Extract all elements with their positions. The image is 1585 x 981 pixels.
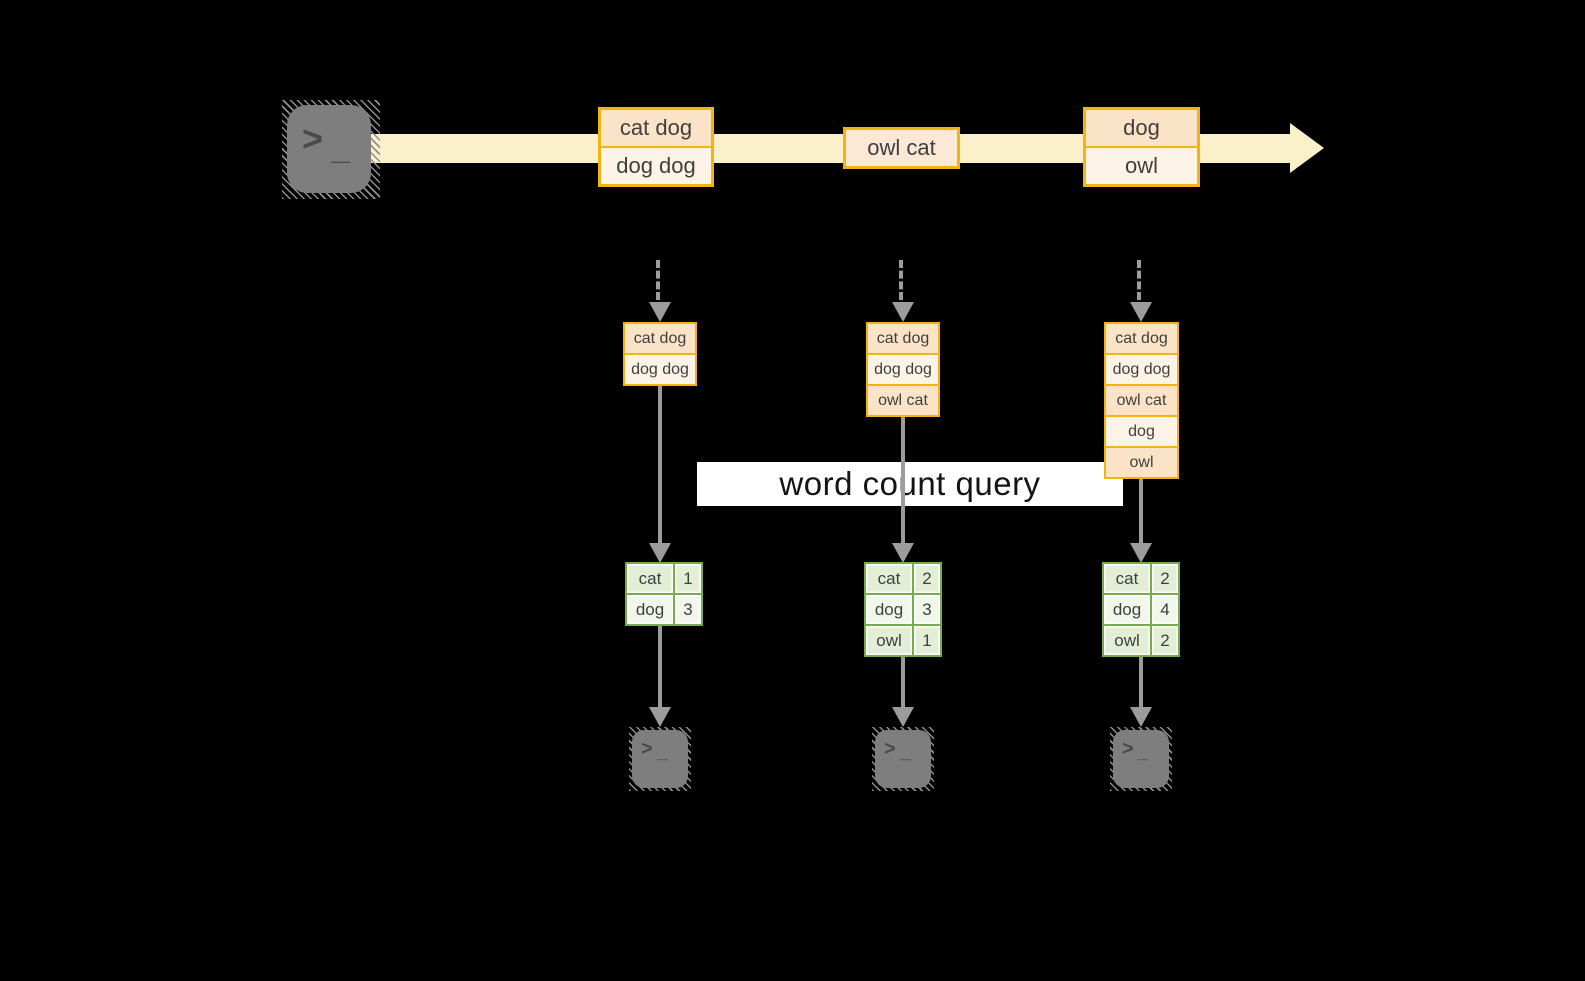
source-terminal-icon: > _: [282, 100, 380, 199]
arrow-down-icon: [649, 302, 671, 322]
buffered-record: owl cat: [868, 386, 938, 415]
terminal-screen: > _: [875, 730, 931, 788]
count-value: 2: [914, 564, 940, 593]
prompt-chevron-icon: >: [641, 738, 653, 760]
buffered-record: cat dog: [868, 324, 938, 353]
stream-record: dog: [1086, 110, 1197, 146]
count-word: cat: [627, 564, 673, 593]
arrow-down-icon: [892, 543, 914, 563]
stream-record: dog dog: [601, 148, 711, 184]
prompt-chevron-icon: >: [1122, 738, 1134, 760]
count-value: 3: [675, 595, 701, 624]
sink-terminal-icon: > _: [629, 727, 691, 791]
arrow-down-icon: [649, 543, 671, 563]
timeline-event-box-2: owl cat: [843, 127, 960, 169]
buffered-record: dog: [1106, 417, 1177, 446]
prompt-cursor-icon: _: [331, 129, 350, 167]
count-word: dog: [866, 595, 912, 624]
buffered-record: dog dog: [625, 355, 695, 384]
buffered-record: owl cat: [1106, 386, 1177, 415]
terminal-screen: > _: [1113, 730, 1169, 788]
count-value: 2: [1152, 564, 1178, 593]
count-value: 1: [675, 564, 701, 593]
count-table-3: cat 2 dog 4 owl 2: [1102, 562, 1180, 657]
count-word: cat: [866, 564, 912, 593]
arrow-down-icon: [892, 302, 914, 322]
arrow-down-icon: [1130, 707, 1152, 727]
prompt-cursor-icon: _: [1138, 742, 1149, 763]
count-value: 3: [914, 595, 940, 624]
sink-flow-line: [901, 657, 905, 707]
record-buffer-3: cat dog dog dog owl cat dog owl: [1104, 322, 1179, 479]
sink-terminal-icon: > _: [1110, 727, 1172, 791]
ingest-dashed-line: [899, 260, 903, 300]
timeline-event-box-1: cat dog dog dog: [598, 107, 714, 187]
query-flow-line: [901, 417, 905, 544]
stream-record: owl: [1086, 148, 1197, 184]
stream-record: owl cat: [846, 130, 957, 166]
stream-timeline-arrowhead-icon: [1290, 123, 1324, 173]
count-word: owl: [1104, 626, 1150, 655]
count-word: dog: [1104, 595, 1150, 624]
buffered-record: dog dog: [1106, 355, 1177, 384]
buffered-record: cat dog: [1106, 324, 1177, 353]
count-value: 1: [914, 626, 940, 655]
ingest-dashed-line: [1137, 260, 1141, 300]
sink-flow-line: [1139, 657, 1143, 707]
count-word: owl: [866, 626, 912, 655]
count-value: 4: [1152, 595, 1178, 624]
query-banner: word count query: [697, 462, 1123, 506]
prompt-cursor-icon: _: [900, 742, 911, 763]
count-word: cat: [1104, 564, 1150, 593]
buffered-record: dog dog: [868, 355, 938, 384]
arrow-down-icon: [892, 707, 914, 727]
record-buffer-1: cat dog dog dog: [623, 322, 697, 386]
buffered-record: cat dog: [625, 324, 695, 353]
count-table-1: cat 1 dog 3: [625, 562, 703, 626]
prompt-cursor-icon: _: [657, 742, 668, 763]
timeline-event-box-3: dog owl: [1083, 107, 1200, 187]
query-flow-line: [658, 386, 662, 544]
arrow-down-icon: [649, 707, 671, 727]
count-word: dog: [627, 595, 673, 624]
prompt-chevron-icon: >: [302, 118, 324, 159]
count-value: 2: [1152, 626, 1178, 655]
record-buffer-2: cat dog dog dog owl cat: [866, 322, 940, 417]
stream-record: cat dog: [601, 110, 711, 146]
query-flow-line: [1139, 479, 1143, 544]
sink-flow-line: [658, 626, 662, 707]
buffered-record: owl: [1106, 448, 1177, 477]
ingest-dashed-line: [656, 260, 660, 300]
count-table-2: cat 2 dog 3 owl 1: [864, 562, 942, 657]
prompt-chevron-icon: >: [884, 738, 896, 760]
query-banner-label: word count query: [779, 465, 1041, 502]
arrow-down-icon: [1130, 543, 1152, 563]
sink-terminal-icon: > _: [872, 727, 934, 791]
terminal-screen: > _: [632, 730, 688, 788]
arrow-down-icon: [1130, 302, 1152, 322]
terminal-screen: > _: [287, 105, 371, 193]
